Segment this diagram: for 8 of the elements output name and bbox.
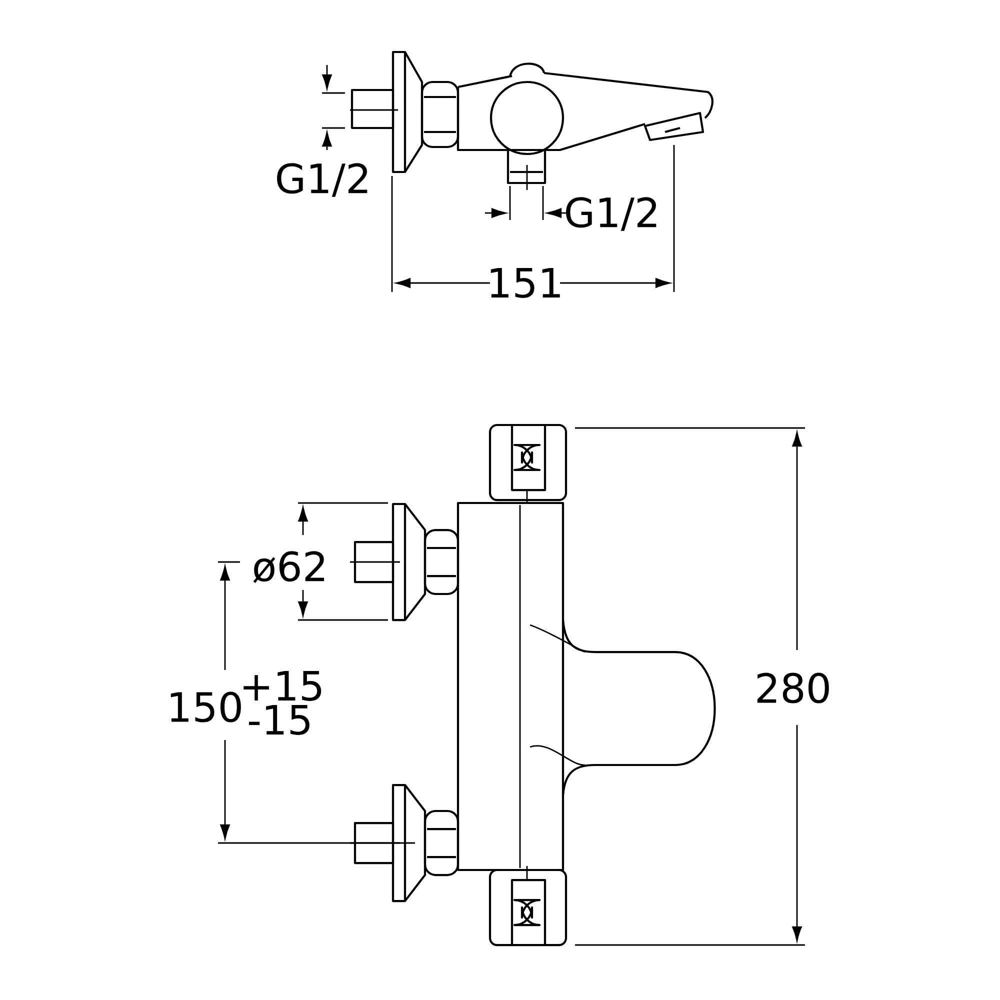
dimension-label: 151 (490, 268, 560, 298)
dimension-label: 150 (170, 692, 241, 722)
dimension-label: +15 (244, 671, 322, 702)
dimension-label: ø62 (253, 551, 324, 583)
dimension-label: G1/2 (277, 163, 368, 197)
dimension-label: G1/2 (566, 197, 656, 231)
dimension-label: 280 (757, 672, 829, 704)
dimension-label: -15 (248, 705, 310, 736)
